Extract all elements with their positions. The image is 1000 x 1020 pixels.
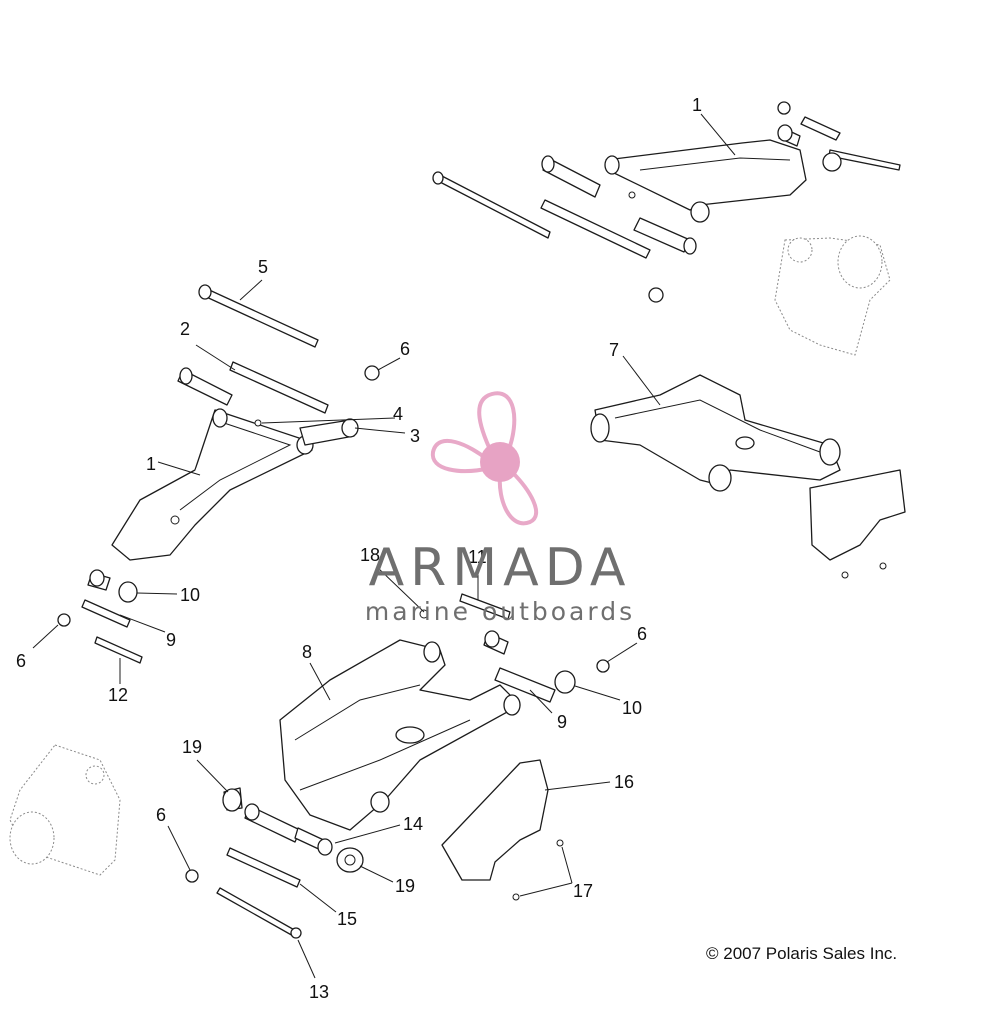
lower-hardware (185, 787, 364, 939)
callout-3: 3 (410, 426, 421, 446)
callout-8: 8 (302, 642, 313, 662)
leader-lines (32, 113, 736, 979)
armada-watermark: ARMADA marine outboards (330, 390, 670, 640)
callout-4: 4 (393, 404, 404, 424)
callout-1-left: 1 (146, 454, 157, 474)
callout-2: 2 (180, 319, 191, 339)
brand-tagline: marine outboards (364, 597, 636, 626)
callout-10-right: 10 (622, 698, 643, 718)
callout-17: 17 (573, 881, 594, 901)
callout-7: 7 (609, 340, 620, 360)
trailing-arm-7 (590, 374, 841, 492)
callout-13: 13 (309, 982, 330, 1002)
callout-14: 14 (403, 814, 424, 834)
propeller-icon (430, 391, 538, 526)
knuckle-ghost-bottom-left (9, 744, 121, 876)
upper-arm-left (111, 408, 314, 561)
bushings-top-right (432, 101, 901, 303)
callout-6-upper: 6 (400, 339, 411, 359)
upper-arm-top-right (604, 139, 807, 223)
callout-6-left: 6 (16, 651, 27, 671)
callout-6-right: 6 (637, 624, 648, 644)
callout-9-left: 9 (166, 630, 177, 650)
callout-6-lower: 6 (156, 805, 167, 825)
knuckle-ghost-top-right (774, 235, 891, 356)
bushings-center (419, 593, 610, 703)
callout-15: 15 (337, 909, 358, 929)
bolts-bushings-left (57, 284, 380, 664)
callout-19-upper: 19 (182, 737, 203, 757)
trailing-arm-8 (279, 639, 521, 831)
guard-plate-7 (809, 469, 906, 579)
callout-16: 16 (614, 772, 635, 792)
callout-12: 12 (108, 685, 129, 705)
callout-18: 18 (360, 545, 381, 565)
callout-19-lower: 19 (395, 876, 416, 896)
callout-9-right: 9 (557, 712, 568, 732)
callout-11: 11 (468, 547, 487, 567)
copyright-notice: © 2007 Polaris Sales Inc. (706, 944, 898, 963)
brand-name: ARMADA (368, 538, 632, 598)
guard-plate-16 (441, 759, 564, 901)
callout-10-left: 10 (180, 585, 201, 605)
callout-5: 5 (258, 257, 269, 277)
callout-1-top: 1 (692, 95, 703, 115)
